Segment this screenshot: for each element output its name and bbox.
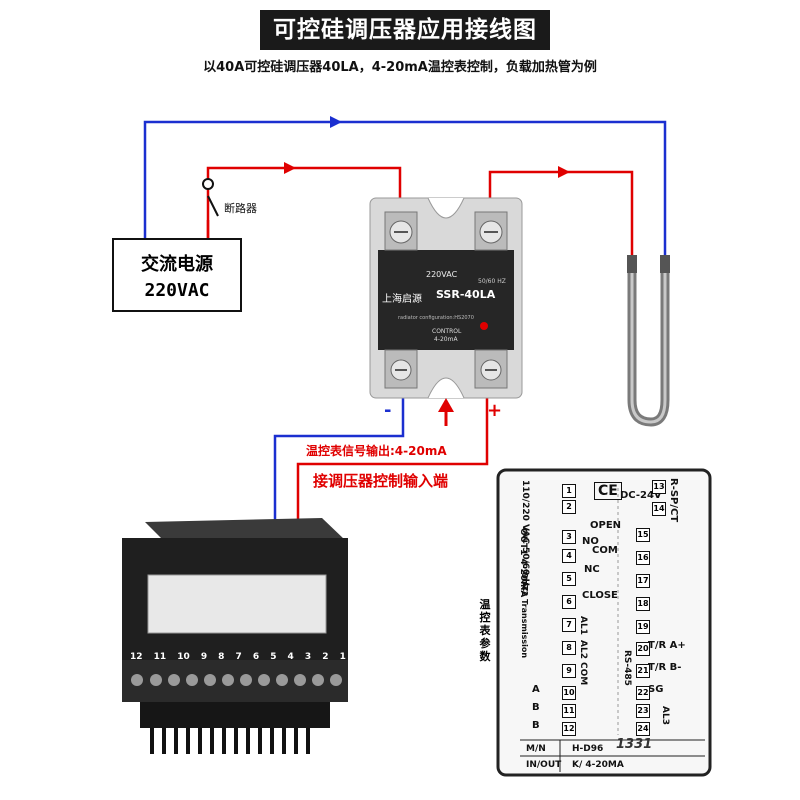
terminal-number: 12 <box>130 652 143 662</box>
red-wire-breaker <box>206 166 402 238</box>
panel-terminal-box: 2 <box>562 500 576 514</box>
panel-terminal-box: 3 <box>562 530 576 544</box>
panel-sg-label: SG <box>648 684 664 695</box>
terminal-number: 2 <box>322 652 329 662</box>
ssr-indicator-led <box>480 322 488 330</box>
handwritten-mark: 1331 <box>616 737 653 752</box>
panel-out2-label: OUT2 Transmission <box>520 572 529 659</box>
panel-close-label: CLOSE <box>582 590 618 601</box>
panel-dc-label: DC-24V <box>620 490 662 501</box>
power-source-label: 交流电源 <box>141 254 213 275</box>
panel-terminal-box: 13 <box>652 480 666 494</box>
terminal-number: 11 <box>153 652 167 662</box>
panel-al2-label: AL2 <box>578 640 588 659</box>
terminal-number: 8 <box>218 652 225 662</box>
panel-b1-label: B <box>532 702 540 713</box>
panel-terminal-box: 10 <box>562 686 576 700</box>
ce-mark: CE <box>594 482 622 500</box>
breaker-contact <box>202 178 214 190</box>
panel-terminal-box: 20 <box>636 642 650 656</box>
panel-terminal-box: 1 <box>562 484 576 498</box>
panel-mn-value: H-D96 <box>572 744 604 754</box>
panel-terminal-box: 18 <box>636 597 650 611</box>
panel-terminal-box: 15 <box>636 528 650 542</box>
panel-open-label: OPEN <box>590 520 622 531</box>
panel-terminal-box: 5 <box>562 572 576 586</box>
panel-io-value: K/ 4-20MA <box>572 760 624 770</box>
minus-sign: - <box>384 400 392 421</box>
panel-terminal-box: 8 <box>562 641 576 655</box>
terminal-number: 3 <box>304 652 312 662</box>
terminal-number: 10 <box>177 652 190 662</box>
red-arrow-breaker <box>284 162 296 174</box>
panel-out1-label: OUT1 4-20mA <box>518 528 528 598</box>
panel-no-label: NO <box>582 536 599 547</box>
ssr-brand: 上海启源 <box>382 294 422 305</box>
ssr-module <box>369 197 523 399</box>
panel-terminal-box: 23 <box>636 704 650 718</box>
control-input-label: 接调压器控制输入端 <box>313 472 449 490</box>
panel-terminal-box: 21 <box>636 664 650 678</box>
panel-com2-label: COM <box>578 662 588 686</box>
panel-terminal-box: 17 <box>636 574 650 588</box>
terminal-number: 6 <box>252 652 260 662</box>
panel-terminal-box: 12 <box>562 722 576 736</box>
parameter-side-label: 温控表参数 <box>479 598 491 663</box>
ssr-config: radiator configuration:HS2070 <box>398 315 474 321</box>
panel-io-label: IN/OUT <box>526 760 562 770</box>
panel-terminal-box: 16 <box>636 551 650 565</box>
breaker-switch <box>207 195 219 217</box>
panel-terminal-box: 19 <box>636 620 650 634</box>
panel-nc-label: NC <box>584 564 600 575</box>
heater-tube <box>627 255 670 427</box>
ssr-model: SSR-40LA <box>436 288 496 301</box>
red-arrow-heater <box>558 166 570 178</box>
panel-terminal-box: 24 <box>636 722 650 736</box>
panel-terminal-box: 22 <box>636 686 650 700</box>
breaker-label: 断路器 <box>224 202 257 215</box>
panel-terminal-box: 9 <box>562 664 576 678</box>
ssr-voltage: 220VAC <box>426 270 458 279</box>
terminal-number: 5 <box>270 652 277 662</box>
panel-al3-label: AL3 <box>660 706 670 725</box>
terminal-number: 9 <box>200 652 208 662</box>
panel-tra-label: T/R A+ <box>648 640 686 651</box>
panel-supply-label: 110/220 VAC 50/60 Hz <box>520 480 530 592</box>
red-up-arrow <box>438 398 454 412</box>
signal-output-label: 温控表信号输出:4-20mA <box>306 444 447 458</box>
page-title: 可控硅调压器应用接线图 <box>260 10 550 50</box>
terminal-number: 7 <box>235 652 242 662</box>
blue-arrow-top <box>330 116 342 128</box>
panel-rsp-label: R-SP/CT <box>668 478 679 523</box>
panel-terminal-box: 14 <box>652 502 666 516</box>
panel-b2-label: B <box>532 720 540 731</box>
blue-wire-top <box>143 120 667 255</box>
panel-terminal-box: 6 <box>562 595 576 609</box>
panel-rs485-label: RS-485 <box>622 650 632 686</box>
panel-a-label: A <box>532 684 540 695</box>
terminal-number: 1 <box>339 652 346 662</box>
panel-mn-label: M/N <box>526 744 546 754</box>
plus-sign: + <box>487 400 503 421</box>
terminal-number: 4 <box>287 652 294 662</box>
panel-terminal-box: 4 <box>562 549 576 563</box>
panel-terminal-box: 11 <box>562 704 576 718</box>
power-source-voltage: 220VAC <box>144 280 210 301</box>
power-source-box: 交流电源 220VAC <box>112 238 242 312</box>
panel-al1-label: AL1 <box>578 616 588 635</box>
ssr-frequency: 50/60 HZ <box>478 278 506 285</box>
parameter-panel <box>496 468 712 777</box>
panel-trb-label: T/R B- <box>648 662 682 673</box>
panel-com-label: COM <box>592 545 618 556</box>
ssr-control-range: 4-20mA <box>434 336 458 343</box>
subtitle: 以40A可控硅调压器40LA，4-20mA温控表控制，负载加热管为例 <box>203 60 597 75</box>
controller-terminal-row: 12 11 10 9 8 7 6 5 4 3 2 1 <box>130 652 346 662</box>
ssr-control-label: CONTROL <box>432 328 462 335</box>
panel-terminal-box: 7 <box>562 618 576 632</box>
temperature-controller <box>122 518 348 754</box>
